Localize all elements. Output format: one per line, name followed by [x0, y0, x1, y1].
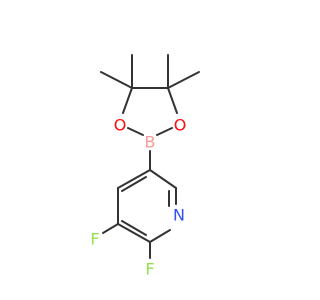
bond-c5-methyl-right [167, 71, 200, 89]
bond-o-right-c5 [167, 87, 178, 114]
bond-c5-c4-pyridine-inner [121, 176, 147, 192]
bond-c5-c4-pyridine [117, 169, 151, 189]
bond-b-o-left [127, 127, 144, 136]
bond-c6-c5-pyridine [149, 169, 177, 189]
bond-c4-methyl-left [100, 71, 133, 89]
fluorine-atom-2: F [145, 260, 154, 279]
bond-c3-c2-pyridine-inner [121, 220, 147, 236]
fluorine-atom-3: F [90, 230, 99, 249]
bond-c3-c2-pyridine [117, 223, 151, 243]
nitrogen-atom: N [173, 206, 185, 225]
bond-o-left-c4 [122, 87, 133, 114]
bond-c2-n-pyridine [149, 229, 171, 243]
bond-c3-f [102, 223, 119, 234]
oxygen-atom-right: O [174, 116, 187, 135]
molecule-canvas: O O B N F F [90, 54, 200, 279]
molecule-structure: O O B N F F [90, 54, 200, 279]
boron-atom: B [145, 133, 156, 152]
bond-b-o-right [156, 127, 173, 136]
oxygen-atom-left: O [114, 116, 127, 135]
